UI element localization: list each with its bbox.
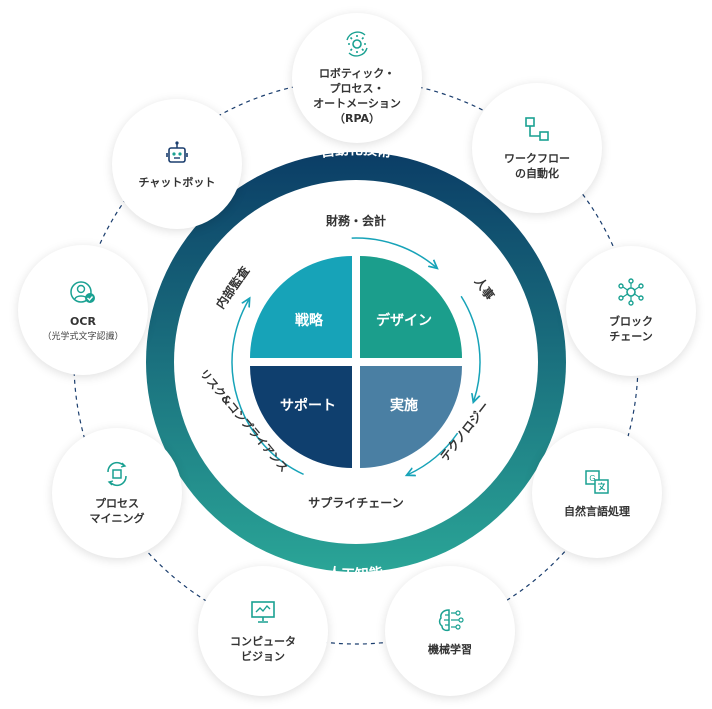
bubble-sublabel-ocr: （光学式文字認識） — [42, 331, 124, 342]
bubble-process-mining[interactable]: プロセス マイニング — [52, 428, 182, 558]
workflow-icon — [525, 117, 549, 141]
bubble-label-rpa: ロボティック・ プロセス・ オートメーション （RPA） — [313, 67, 401, 125]
bubble-label-ml: 機械学習 — [428, 642, 472, 656]
bubble-computer-vision[interactable]: コンピュータ ビジョン — [198, 566, 328, 696]
bubble-label-blockchain: ブロック チェーン — [609, 315, 653, 343]
label-finance-accounting: 財務・会計 — [325, 213, 386, 228]
translate-icon: G — [585, 469, 609, 494]
user-check-icon — [70, 280, 95, 303]
svg-text:G: G — [589, 474, 595, 483]
brain-circuit-icon — [438, 608, 464, 631]
ring-top-label: 自動化技術 — [319, 141, 392, 161]
label-supply-chain: サプライチェーン — [308, 495, 403, 510]
cycle-square-icon — [107, 461, 127, 487]
bubble-label-chatbot: チャットボット — [138, 175, 216, 189]
flow-arrows — [231, 237, 481, 476]
bubble-nlp[interactable]: G 自然言語処理 — [532, 428, 662, 558]
quadrant-label-implementation: 実施 — [390, 397, 418, 414]
quadrant-label-support: サポート — [280, 397, 336, 414]
flow-arrow-4 — [460, 295, 481, 400]
bubble-chatbot[interactable]: チャットボット — [112, 99, 242, 229]
bubble-rpa[interactable]: ロボティック・ プロセス・ オートメーション （RPA） — [292, 13, 422, 143]
flow-arrow-2 — [408, 432, 459, 474]
quadrant-design — [360, 256, 462, 358]
quadrant-label-design: デザイン — [376, 312, 432, 329]
flow-arrow-3 — [231, 300, 304, 476]
bubble-label-process-mining: プロセス マイニング — [89, 497, 145, 525]
bubble-ocr[interactable]: OCR （光学式文字認識） — [18, 245, 148, 375]
quadrant-label-strategy: 戦略 — [295, 312, 324, 329]
gear-cycle-icon — [346, 31, 368, 57]
inner-white-disc — [174, 180, 538, 544]
bubble-label-computer-vision: コンピュータ ビジョン — [230, 635, 296, 663]
flow-arrow-1 — [351, 237, 436, 267]
quadrant-strategy — [250, 256, 352, 358]
bubble-workflow[interactable]: ワークフロー の自動化 — [472, 83, 602, 213]
quadrant-support — [250, 366, 352, 468]
bubble-label-workflow: ワークフロー の自動化 — [504, 152, 570, 180]
bubble-label-ocr: OCR — [70, 314, 96, 328]
quadrant-implementation — [360, 366, 462, 468]
monitor-chart-icon — [251, 601, 275, 623]
bubble-ml[interactable]: 機械学習 — [385, 566, 515, 696]
network-icon — [618, 278, 644, 306]
robot-icon — [166, 140, 188, 163]
bubble-blockchain[interactable]: ブロック チェーン — [566, 246, 696, 376]
ring-bottom-label: 人工知能 — [326, 564, 383, 583]
bubble-label-nlp: 自然言語処理 — [564, 504, 630, 518]
